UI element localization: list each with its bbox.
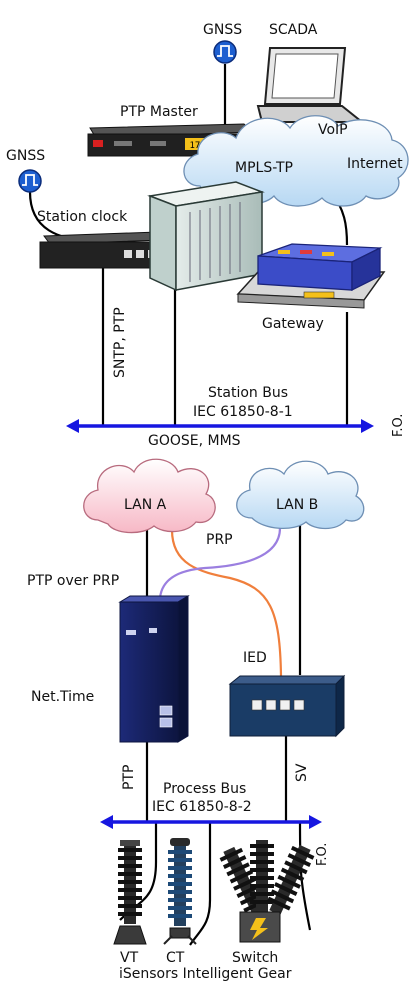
- station-clock-device: [39, 231, 167, 269]
- vt-sensor-icon: [113, 840, 147, 945]
- net-time-label: Net.Time: [31, 689, 94, 705]
- process-bus-std-label: IEC 61850-8-2: [152, 799, 252, 815]
- sv-label: SV: [294, 763, 310, 782]
- rack-switch-device: [147, 181, 265, 292]
- wire-gear-mid: [189, 822, 212, 946]
- gnss-top-icon: [213, 40, 237, 64]
- prp-purple-link: [158, 527, 282, 599]
- station-bus-std-label: IEC 61850-8-1: [193, 404, 293, 420]
- goose-mms-label: GOOSE, MMS: [148, 433, 241, 449]
- internet-label: Internet: [347, 156, 403, 172]
- switch-label: Switch: [232, 950, 278, 966]
- vt-label: VT: [120, 950, 139, 966]
- station-bus-label: Station Bus: [208, 385, 288, 401]
- process-bus-arrow-left: [100, 815, 113, 829]
- ct-sensor-icon: [163, 838, 197, 945]
- net-time-device: [118, 595, 190, 743]
- sntp-ptp-label: SNTP, PTP: [112, 307, 128, 378]
- gnss-top-label: GNSS: [203, 22, 242, 38]
- process-bus-label: Process Bus: [163, 781, 246, 797]
- station-bus-arrow-right: [361, 419, 374, 433]
- ct-label: CT: [166, 950, 185, 966]
- lan-b-cloud: [236, 460, 365, 530]
- ptp-master-label: PTP Master: [120, 104, 198, 120]
- wire-gear-right: [298, 821, 312, 931]
- gateway-label: Gateway: [262, 316, 324, 332]
- station-clock-label: Station clock: [37, 209, 128, 225]
- scada-laptop-icon: [256, 47, 365, 123]
- ptp-over-prp-label: PTP over PRP: [27, 573, 119, 589]
- lan-b-label: LAN B: [276, 497, 318, 513]
- gnss-left-label: GNSS: [6, 148, 45, 164]
- lan-a-cloud: [83, 458, 216, 534]
- station-bus-arrow-left: [66, 419, 79, 433]
- voip-label: VoIP: [318, 122, 348, 138]
- prp-label: PRP: [206, 532, 233, 548]
- switch-gear-icon: [219, 840, 315, 943]
- fo-top-label: F.O.: [391, 414, 406, 437]
- mpls-tp-label: MPLS-TP: [235, 160, 293, 176]
- gnss-left-icon: [18, 169, 42, 193]
- scada-label: SCADA: [269, 22, 318, 38]
- process-bus-arrow-right: [309, 815, 322, 829]
- isensors-label: iSensors Intelligent Gear: [119, 966, 292, 982]
- ied-device: [228, 674, 346, 738]
- ptp-vertical-label: PTP: [121, 765, 137, 790]
- prp-orange-link: [170, 529, 283, 677]
- gateway-device: [236, 243, 386, 309]
- lan-a-label: LAN A: [124, 497, 167, 513]
- ied-label: IED: [243, 650, 267, 666]
- fo-bottom-label: F.O.: [315, 843, 330, 866]
